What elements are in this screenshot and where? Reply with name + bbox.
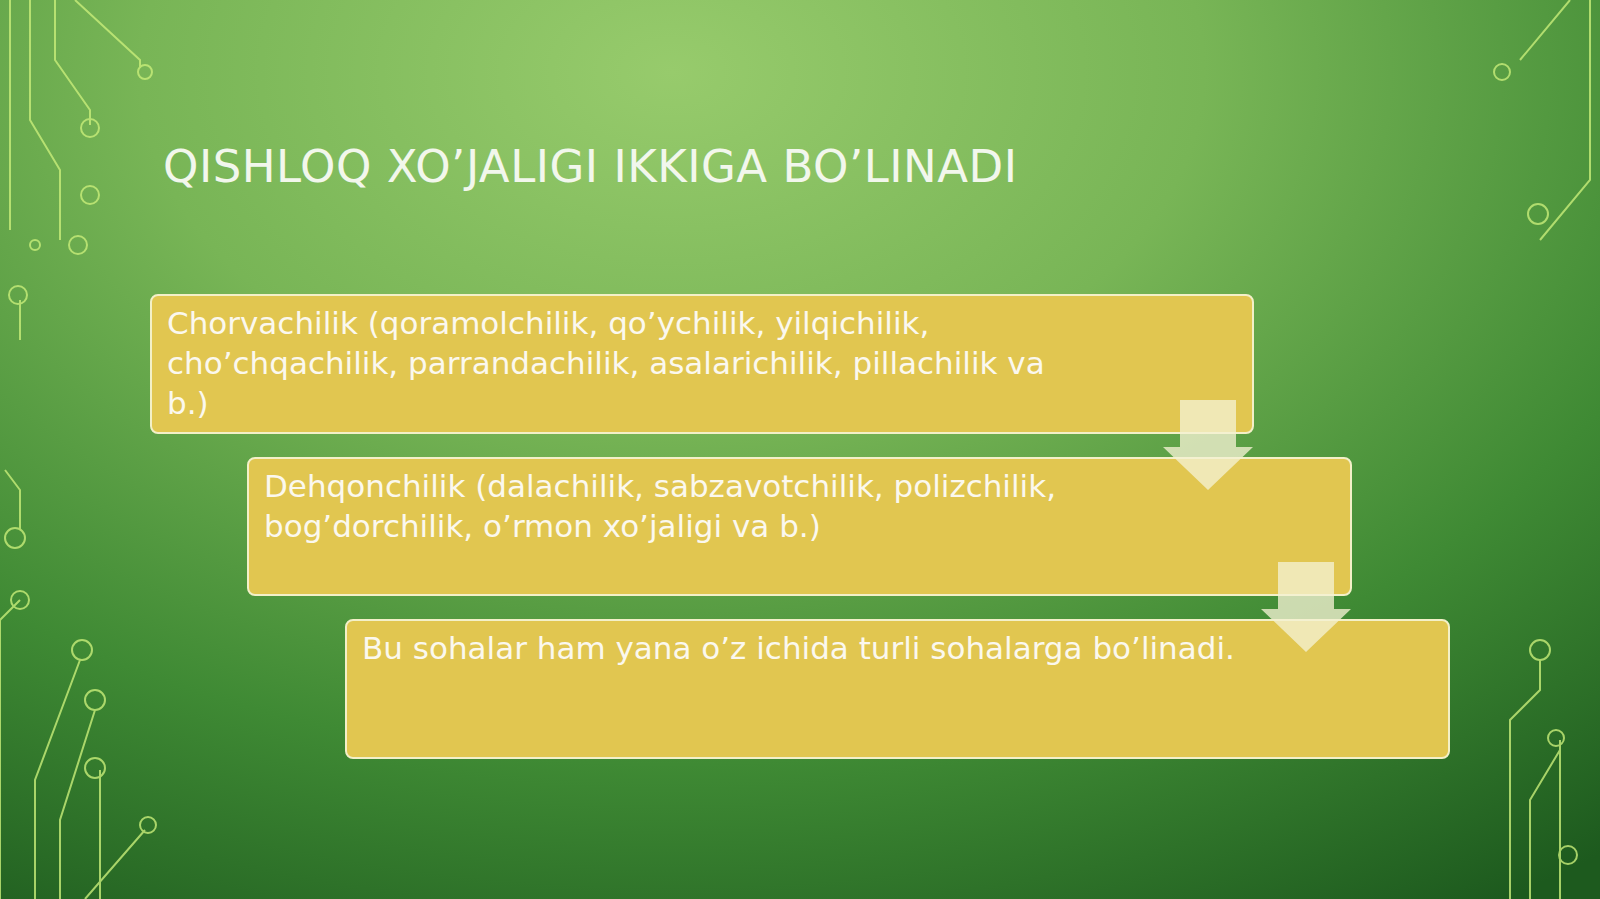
flow-arrow bbox=[1163, 400, 1253, 490]
box-text: Chorvachilik (qoramolchilik, qo’ychilik,… bbox=[167, 303, 1057, 423]
box-text: Dehqonchilik (dalachilik, sabzavotchilik… bbox=[264, 466, 1154, 546]
slide-title: QISHLOQ XO’JALIGI IKKIGA BO’LINADI bbox=[163, 140, 1017, 193]
category-box: Dehqonchilik (dalachilik, sabzavotchilik… bbox=[247, 457, 1352, 596]
box-text: Bu sohalar ham yana o’z ichida turli soh… bbox=[362, 628, 1252, 668]
flow-arrow bbox=[1261, 562, 1351, 652]
category-box: Chorvachilik (qoramolchilik, qo’ychilik,… bbox=[150, 294, 1254, 434]
category-box: Bu sohalar ham yana o’z ichida turli soh… bbox=[345, 619, 1450, 759]
